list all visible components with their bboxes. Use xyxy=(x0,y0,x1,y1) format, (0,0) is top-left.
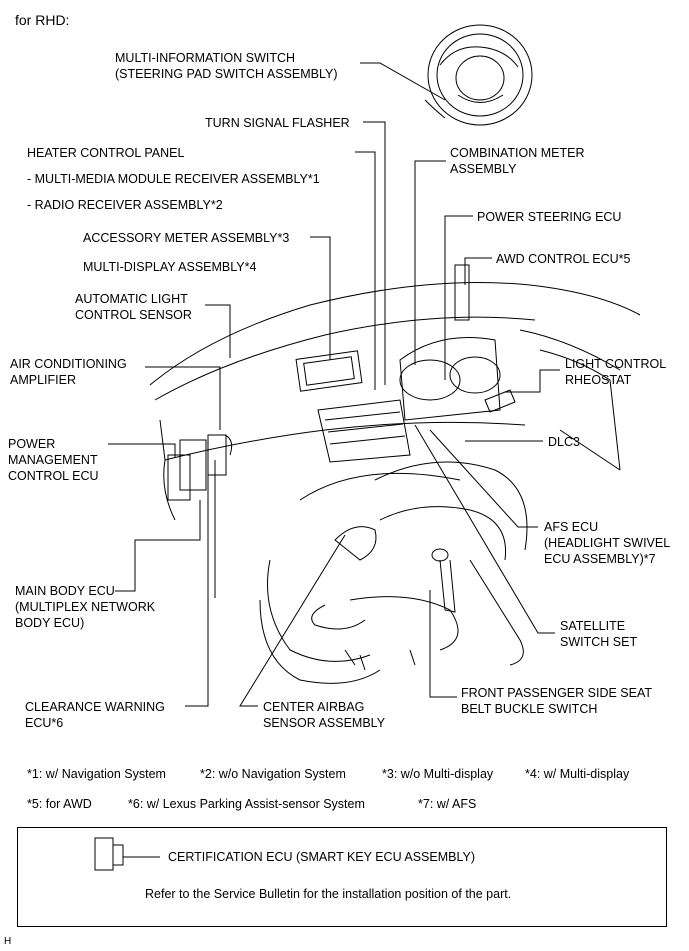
label-automatic-light-sensor: AUTOMATIC LIGHT CONTROL SENSOR xyxy=(75,292,192,322)
footnote-7: *7: w/ AFS xyxy=(418,797,477,811)
label-front-passenger-buckle-switch: FRONT PASSENGER SIDE SEAT BELT BUCKLE SW… xyxy=(461,686,653,716)
label-turn-signal-flasher: TURN SIGNAL FLASHER xyxy=(205,116,350,130)
label-multi-display: MULTI-DISPLAY ASSEMBLY*4 xyxy=(83,260,257,274)
label-awd-control-ecu: AWD CONTROL ECU*5 xyxy=(496,252,631,266)
footnote-1: *1: w/ Navigation System xyxy=(27,767,166,781)
page-header: for RHD: xyxy=(15,12,70,28)
label-light-control-rheostat: LIGHT CONTROL RHEOSTAT xyxy=(565,357,667,387)
label-satellite-switch-set: SATELLITE SWITCH SET xyxy=(560,619,638,649)
label-combination-meter: COMBINATION METER ASSEMBLY xyxy=(450,146,585,176)
label-radio-receiver: - RADIO RECEIVER ASSEMBLY*2 xyxy=(27,198,223,212)
label-multi-information-switch: MULTI-INFORMATION SWITCH (STEERING PAD S… xyxy=(115,51,338,81)
leader-lines xyxy=(108,62,560,707)
footnote-5: *5: for AWD xyxy=(27,797,92,811)
label-heater-control-panel: HEATER CONTROL PANEL xyxy=(27,146,185,160)
label-clearance-warning-ecu: CLEARANCE WARNING ECU*6 xyxy=(25,700,165,730)
label-afs-ecu: AFS ECU (HEADLIGHT SWIVEL ECU ASSEMBLY)*… xyxy=(544,520,671,566)
label-power-steering-ecu: POWER STEERING ECU xyxy=(477,210,622,224)
certification-ecu-box xyxy=(17,827,667,927)
certification-ecu-icon xyxy=(94,837,160,871)
dashboard-illustration xyxy=(149,264,641,684)
label-multi-media-module: - MULTI-MEDIA MODULE RECEIVER ASSEMBLY*1 xyxy=(27,172,320,186)
label-dlc3: DLC3 xyxy=(548,435,580,449)
footnote-4: *4: w/ Multi-display xyxy=(525,767,630,781)
footnote-6: *6: w/ Lexus Parking Assist-sensor Syste… xyxy=(128,797,365,811)
certification-ecu-note: Refer to the Service Bulletin for the in… xyxy=(145,887,512,901)
corner-mark: H xyxy=(4,936,12,947)
certification-ecu-title: CERTIFICATION ECU (SMART KEY ECU ASSEMBL… xyxy=(168,850,476,864)
label-accessory-meter: ACCESSORY METER ASSEMBLY*3 xyxy=(83,231,290,245)
label-power-management-ecu: POWER MANAGEMENT CONTROL ECU xyxy=(8,437,99,483)
label-center-airbag-sensor: CENTER AIRBAG SENSOR ASSEMBLY xyxy=(263,700,386,730)
footnote-3: *3: w/o Multi-display xyxy=(382,767,494,781)
steering-wheel-illustration xyxy=(424,24,533,126)
label-main-body-ecu: MAIN BODY ECU (MULTIPLEX NETWORK BODY EC… xyxy=(15,584,156,630)
footnote-2: *2: w/o Navigation System xyxy=(200,767,346,781)
label-air-conditioning-amplifier: AIR CONDITIONING AMPLIFIER xyxy=(10,357,127,387)
